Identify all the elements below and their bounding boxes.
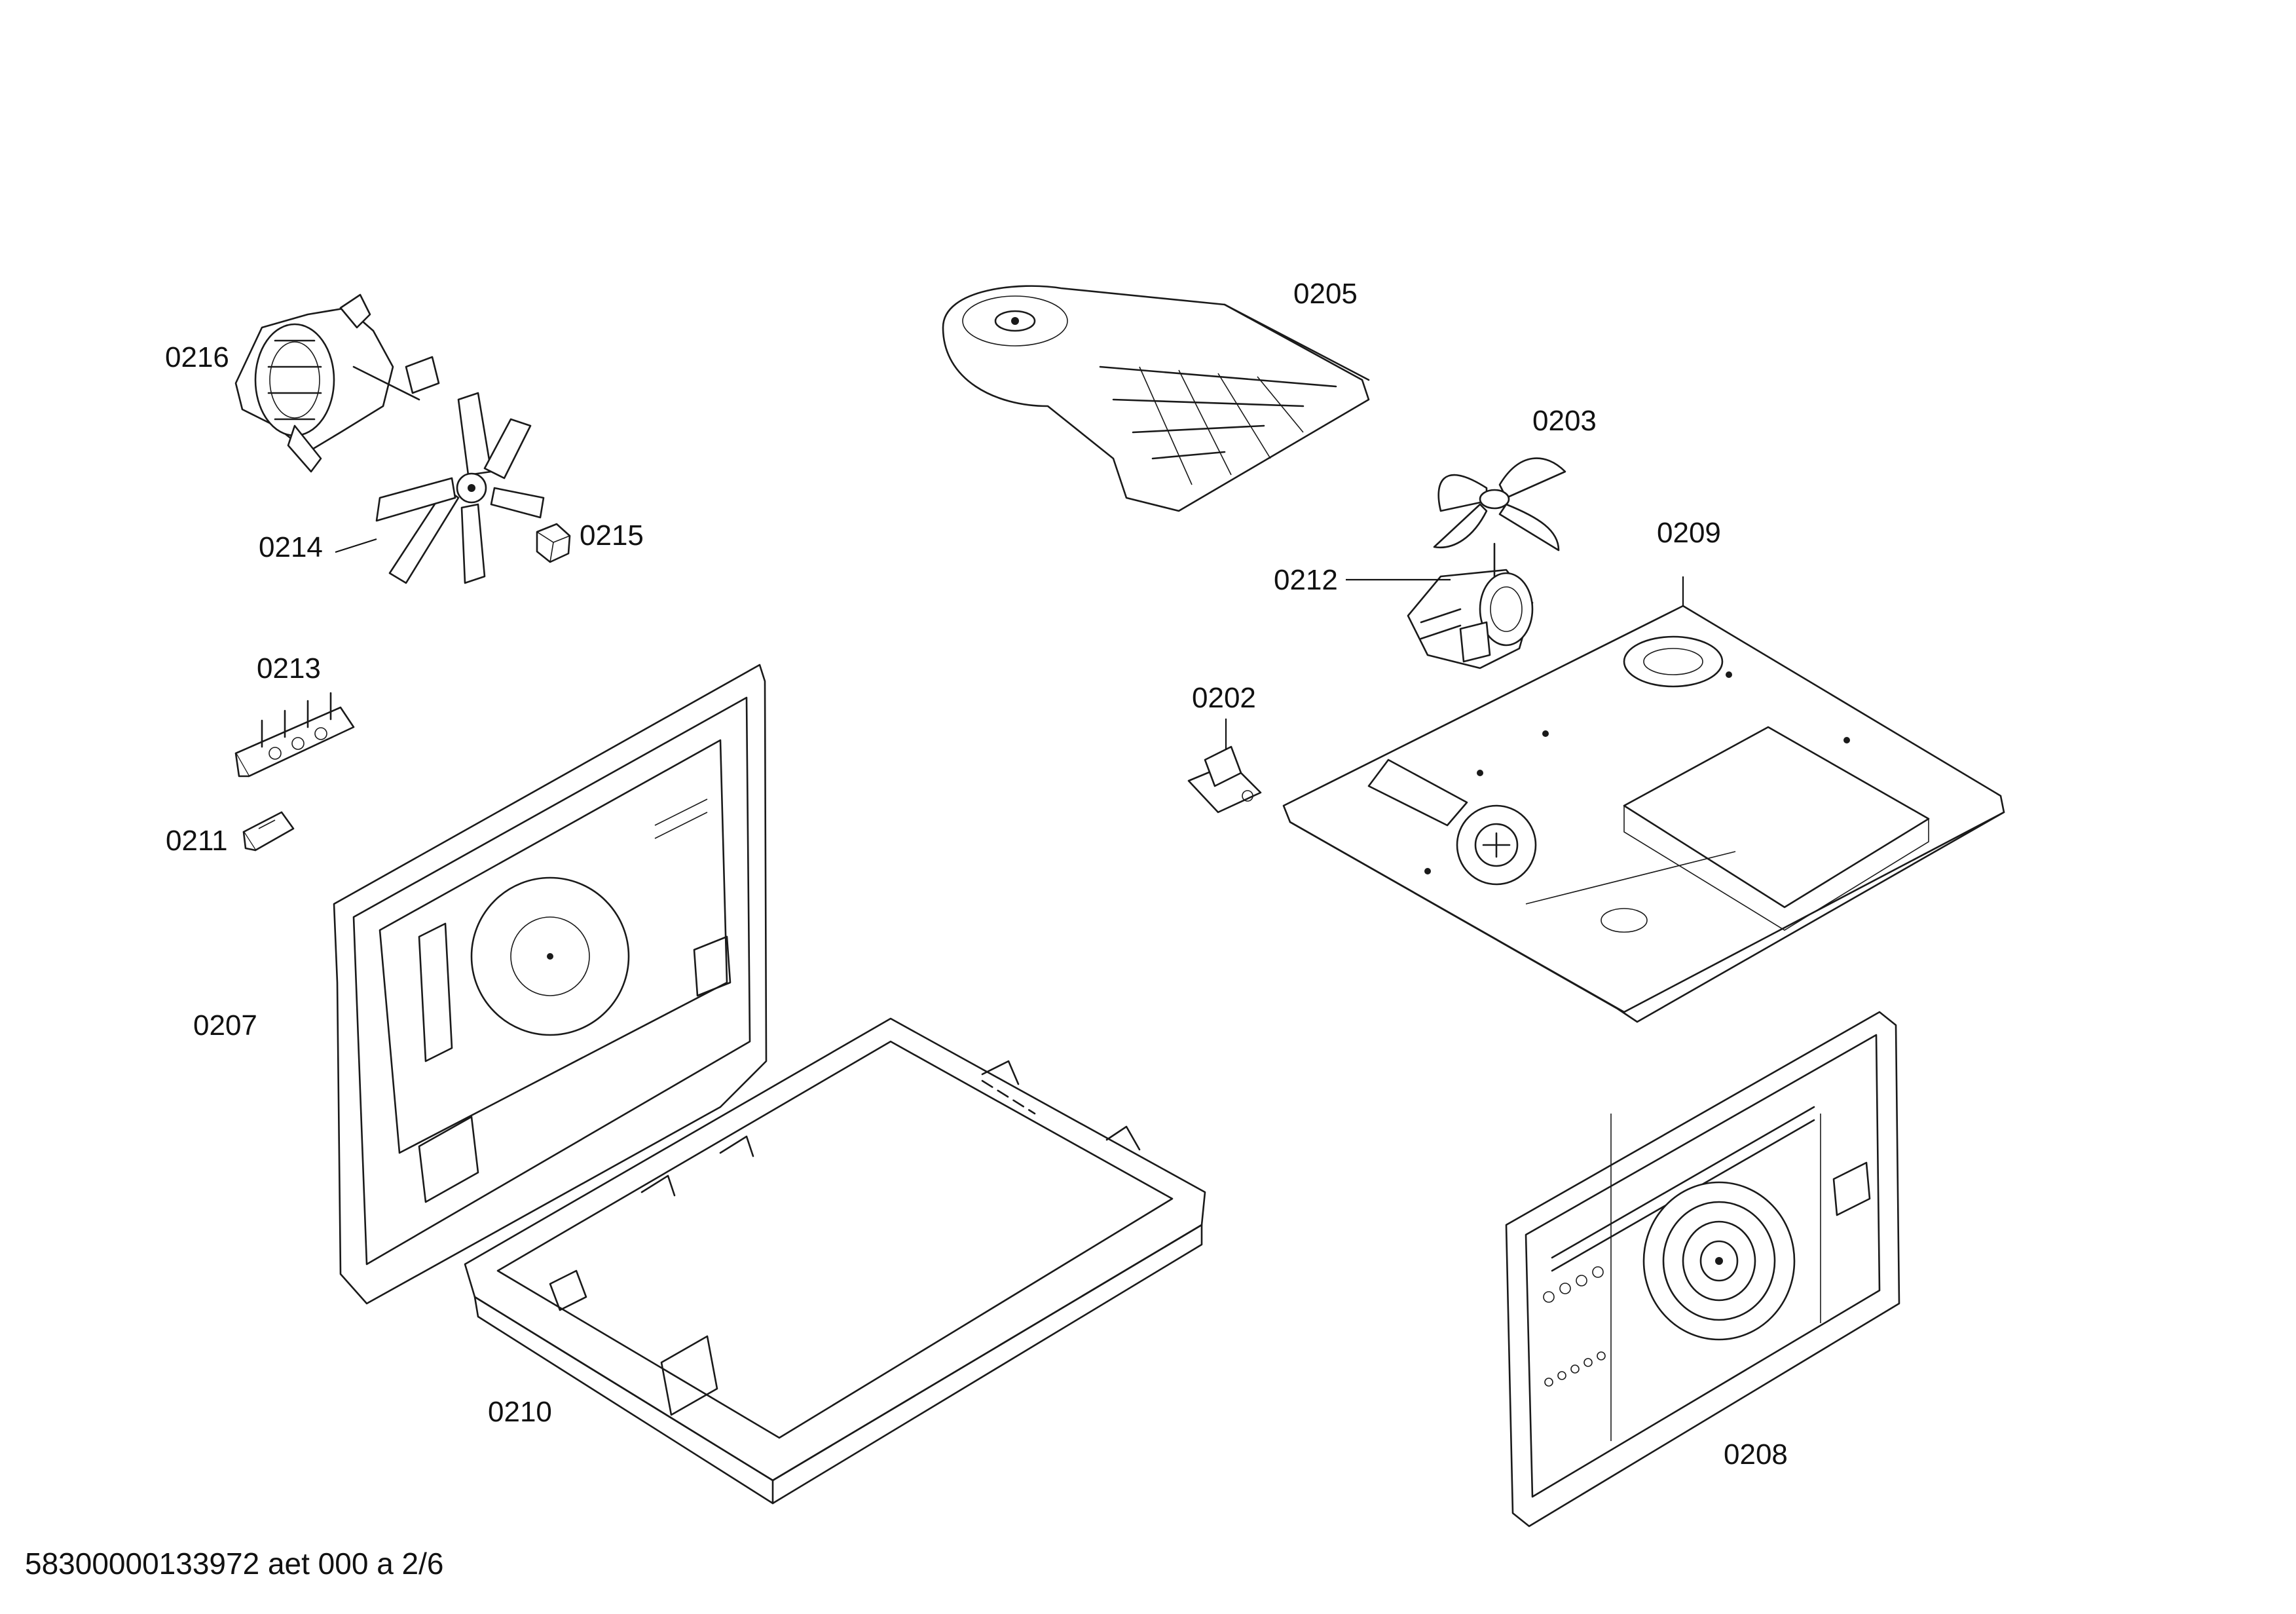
part-0210-bottom-tray — [464, 1017, 1206, 1505]
label-0202: 0202 — [1192, 682, 1256, 714]
part-0202-thermostat — [1187, 745, 1262, 814]
part-0208-rear-fan-cover — [1505, 1011, 1900, 1528]
label-0216: 0216 — [165, 341, 229, 373]
part-0209-top-panel — [1282, 605, 2005, 1023]
part-0216-fan-motor — [234, 293, 440, 473]
label-0210: 0210 — [488, 1396, 552, 1428]
leader-0214 — [335, 538, 377, 554]
label-0209: 0209 — [1657, 517, 1721, 549]
label-0203: 0203 — [1532, 405, 1597, 437]
part-0205-air-duct — [942, 285, 1370, 512]
part-0207-back-wall — [333, 664, 768, 1305]
part-0214-fan-blade — [375, 392, 545, 584]
part-0203-small-fan — [1433, 457, 1566, 552]
label-0214: 0214 — [259, 531, 323, 563]
label-0205: 0205 — [1293, 278, 1358, 310]
label-0211: 0211 — [166, 825, 228, 857]
label-0208: 0208 — [1724, 1438, 1788, 1471]
part-0212-fan-motor — [1407, 542, 1534, 669]
label-0215: 0215 — [580, 519, 644, 552]
part-0211-clip — [242, 811, 295, 852]
label-0212: 0212 — [1274, 564, 1338, 596]
label-0213: 0213 — [257, 652, 321, 685]
part-0213-terminal-block — [234, 692, 355, 778]
label-0207: 0207 — [193, 1009, 257, 1042]
drawing-reference: 58300000133972 aet 000 a 2/6 — [25, 1547, 444, 1581]
part-0215-nut — [536, 523, 571, 563]
